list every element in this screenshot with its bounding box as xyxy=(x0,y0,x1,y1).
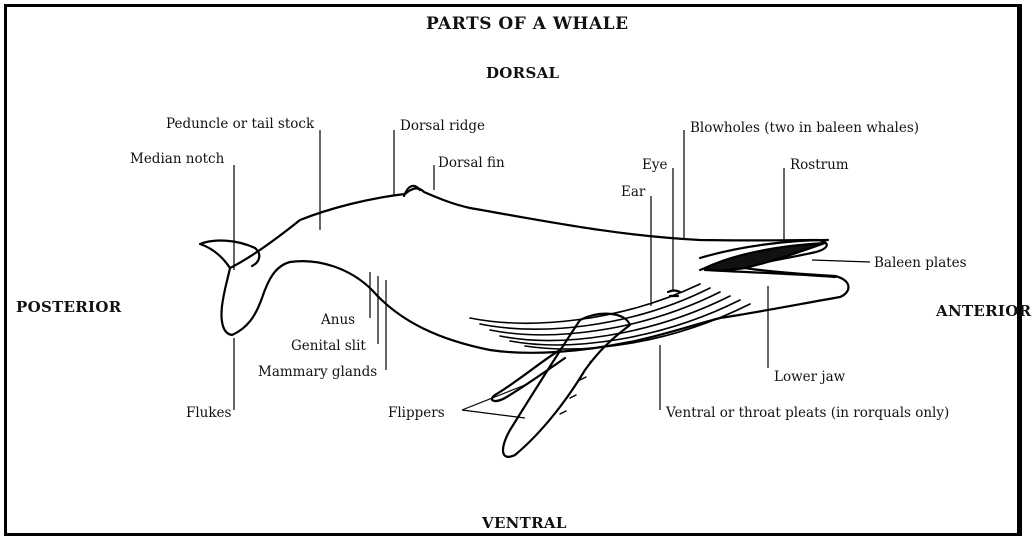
label-blowholes: Blowholes (two in baleen whales) xyxy=(690,120,919,136)
label-flukes: Flukes xyxy=(186,405,231,421)
label-eye: Eye xyxy=(642,157,667,173)
leader-baleen xyxy=(812,260,870,262)
label-genital-slit: Genital slit xyxy=(291,338,366,354)
label-anterior: ANTERIOR xyxy=(936,302,1031,320)
label-baleen-plates: Baleen plates xyxy=(874,255,967,271)
label-anus: Anus xyxy=(321,312,355,328)
label-ventral-pleats: Ventral or throat pleats (in rorquals on… xyxy=(666,405,949,421)
label-median-notch: Median notch xyxy=(130,151,224,167)
label-peduncle: Peduncle or tail stock xyxy=(166,116,314,132)
label-ventral: VENTRAL xyxy=(482,514,567,532)
throat-pleats xyxy=(470,284,750,349)
upper-fluke xyxy=(200,241,259,268)
label-mammary-glands: Mammary glands xyxy=(258,364,377,380)
flipper-tubercles xyxy=(560,358,595,414)
label-dorsal-ridge: Dorsal ridge xyxy=(400,118,485,134)
leader-flippers-b xyxy=(462,410,525,418)
label-dorsal-fin: Dorsal fin xyxy=(438,155,505,171)
leader-flippers-a xyxy=(462,385,525,410)
label-ear: Ear xyxy=(621,184,645,200)
diagram-title: PARTS OF A WHALE xyxy=(426,14,629,34)
label-rostrum: Rostrum xyxy=(790,157,849,173)
dorsal-fin-shape xyxy=(404,186,420,196)
label-flippers: Flippers xyxy=(388,405,445,421)
label-posterior: POSTERIOR xyxy=(16,298,122,316)
label-lower-jaw: Lower jaw xyxy=(774,369,845,385)
baleen-fill xyxy=(705,243,825,270)
whale-body-outline xyxy=(221,188,848,352)
label-dorsal: DORSAL xyxy=(486,64,559,82)
